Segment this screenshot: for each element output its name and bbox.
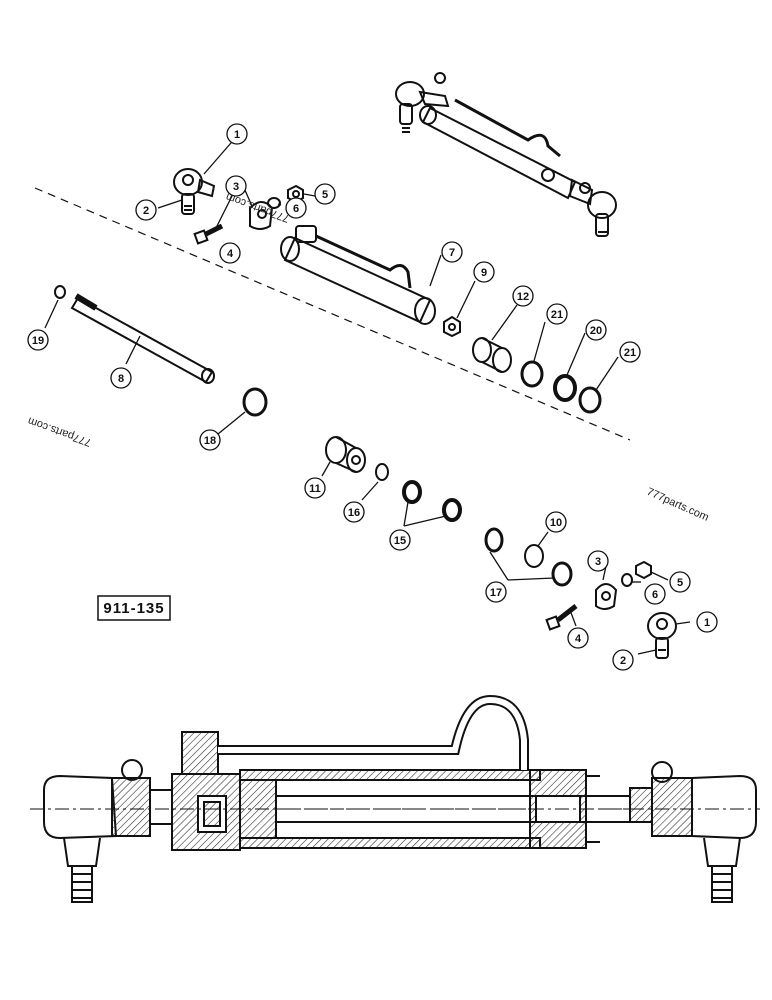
watermark-right: 777parts.com <box>645 486 711 524</box>
backup-ring-10 <box>524 544 544 568</box>
backup-ring-1 <box>484 527 504 553</box>
callout-7: 7 <box>449 247 455 259</box>
cylinder-barrel <box>280 225 436 325</box>
piston-nut <box>443 315 461 338</box>
barrel-bottom-wall <box>239 837 541 849</box>
watermark-upper: 777parts.com <box>224 190 291 224</box>
rod-gland <box>325 436 366 473</box>
rod-wiper-ring <box>242 387 268 417</box>
clamp-lower <box>595 583 618 610</box>
drawing-reference: 911-135 <box>103 600 164 617</box>
callout-10: 10 <box>550 517 562 529</box>
callout-15: 15 <box>394 535 406 547</box>
callout-19: 19 <box>32 335 44 347</box>
sectional-view <box>30 694 760 903</box>
callout-18: 18 <box>204 435 216 447</box>
callout-numbers: 1 2 3 4 5 6 7 9 12 21 20 21 19 8 18 11 1… <box>32 129 710 667</box>
rod-seal-2 <box>442 498 462 522</box>
washer-lower <box>621 573 633 587</box>
nut-upper <box>287 184 304 204</box>
callout-9: 9 <box>481 267 487 279</box>
barrel-top-wall <box>239 769 541 781</box>
rod-end-lower <box>647 612 677 659</box>
piston-ring-2 <box>578 386 602 414</box>
callout-11: 11 <box>309 483 321 495</box>
clamp-upper <box>249 201 274 230</box>
left-rod-end-body <box>43 774 118 840</box>
bolt-lower <box>545 604 578 631</box>
transfer-tube <box>218 694 529 770</box>
washer-upper <box>267 197 281 209</box>
piston-seal <box>553 374 577 402</box>
callout-1-lower: 1 <box>704 617 710 629</box>
drawing-reference-box <box>97 595 171 621</box>
piston <box>472 337 512 373</box>
callout-2-lower: 2 <box>620 655 626 667</box>
callout-21-a: 21 <box>551 309 563 321</box>
callout-1-upper: 1 <box>234 129 240 141</box>
callout-8: 8 <box>118 373 124 385</box>
callout-20: 20 <box>590 325 602 337</box>
callout-layer <box>27 123 718 671</box>
right-rod-end-body <box>691 774 757 840</box>
callout-4-upper: 4 <box>227 248 234 260</box>
assembled-cylinder-small <box>395 72 617 237</box>
rod-end-upper <box>173 168 216 215</box>
piston-rod <box>70 293 215 384</box>
rod-o-ring <box>54 285 66 299</box>
callout-4-lower: 4 <box>575 633 582 645</box>
callout-2-upper: 2 <box>143 205 149 217</box>
callout-5-lower: 5 <box>677 577 683 589</box>
callout-17: 17 <box>490 587 502 599</box>
callout-6-lower: 6 <box>652 589 658 601</box>
piston-ring-1 <box>520 360 544 388</box>
assembly-axis-line <box>34 187 631 441</box>
bolt-upper <box>193 223 224 245</box>
backup-ring-2 <box>551 561 573 587</box>
callout-3-lower: 3 <box>595 556 601 568</box>
callout-5-upper: 5 <box>322 189 328 201</box>
callout-12: 12 <box>517 291 529 303</box>
gland-o-ring <box>375 463 389 481</box>
callout-3-upper: 3 <box>233 181 239 193</box>
nut-lower <box>635 560 652 580</box>
callout-21-b: 21 <box>624 347 636 359</box>
callout-6-upper: 6 <box>293 203 299 215</box>
callout-16: 16 <box>348 507 360 519</box>
watermark-left: 777parts.com <box>26 414 93 448</box>
rod-seal-1 <box>402 480 422 504</box>
